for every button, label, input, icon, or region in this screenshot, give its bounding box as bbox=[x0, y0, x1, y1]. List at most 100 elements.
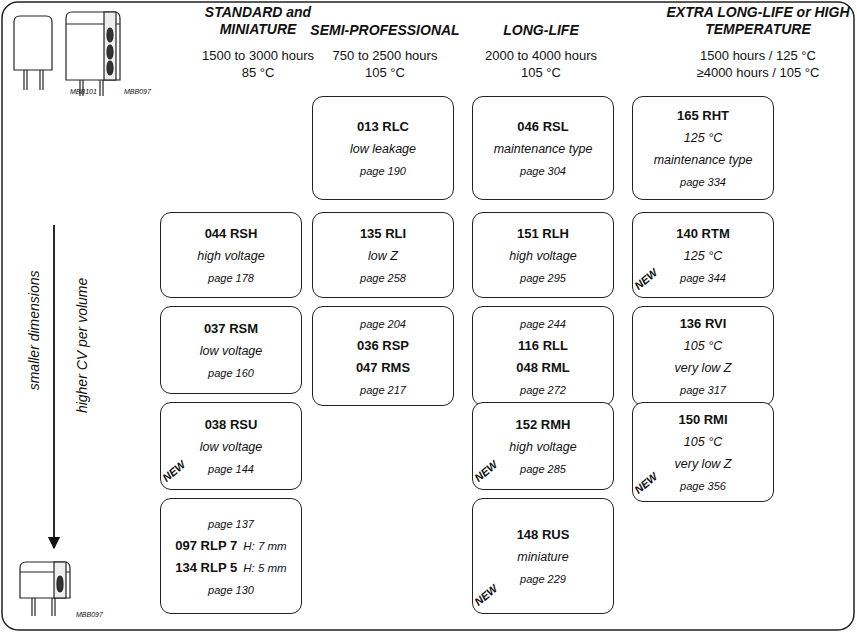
text-line: page 217 bbox=[360, 380, 406, 398]
text-line: page 160 bbox=[208, 363, 254, 381]
page-reference: page 178 bbox=[208, 272, 254, 284]
text-line: 037 RSM bbox=[204, 319, 258, 337]
text-line: 150 RMI bbox=[678, 410, 727, 428]
text-line: maintenance type bbox=[494, 139, 593, 157]
series-box: page 244 116 RLL 048 RML page 272 bbox=[472, 306, 614, 406]
capacitor-icon bbox=[14, 16, 52, 90]
text-line: page 244 bbox=[520, 314, 566, 332]
text-line: page 334 bbox=[680, 172, 726, 190]
text-line: 148 RUS bbox=[517, 525, 570, 543]
description: very low Z bbox=[675, 457, 732, 471]
text-line: low voltage bbox=[200, 437, 263, 455]
page-reference: page 285 bbox=[520, 463, 566, 475]
part-number: 048 RML bbox=[516, 360, 569, 375]
description: low voltage bbox=[200, 440, 263, 454]
part-number: 151 RLH bbox=[517, 226, 569, 241]
part-number: 037 RSM bbox=[204, 321, 258, 336]
text-line: page 229 bbox=[520, 569, 566, 587]
page-reference: page 130 bbox=[208, 584, 254, 596]
series-box: 013 RLClow leakagepage 190 bbox=[312, 96, 454, 200]
text-line: page 144 bbox=[208, 459, 254, 477]
series-box: 037 RSM low voltage page 160 bbox=[160, 306, 302, 394]
part-number: 044 RSH bbox=[205, 226, 258, 241]
text-line: 134 RLP 5H: 5 mm bbox=[175, 558, 286, 576]
text-line: 048 RML bbox=[516, 358, 569, 376]
series-box: page 137 097 RLP 7 H: 7 mm 134 RLP 5H: 5 mm… bbox=[160, 498, 302, 614]
description: maintenance type bbox=[654, 153, 753, 167]
text-line: 105 °C bbox=[684, 432, 722, 450]
text-line: high voltage bbox=[197, 246, 264, 264]
column-spec: 105 °C bbox=[460, 65, 622, 81]
part-number: 046 RSL bbox=[517, 119, 568, 134]
text-line: page 258 bbox=[360, 268, 406, 286]
part-number: 134 RLP 5 bbox=[175, 560, 237, 575]
part-number: 038 RSU bbox=[205, 417, 258, 432]
description: 125 °C bbox=[684, 131, 722, 145]
text-line: very low Z bbox=[675, 454, 732, 472]
text-line: high voltage bbox=[509, 246, 576, 264]
page-reference: page 356 bbox=[680, 480, 726, 492]
text-line: page 204 bbox=[360, 314, 406, 332]
figure-code: MBB097 bbox=[124, 88, 164, 96]
part-number: 013 RLC bbox=[357, 119, 409, 134]
text-line: page 190 bbox=[360, 161, 406, 179]
column-spec: 750 to 2500 hours bbox=[300, 48, 470, 64]
page-reference: page 137 bbox=[208, 518, 254, 530]
capacitor-icon bbox=[20, 562, 70, 616]
text-line: 140 RTM bbox=[676, 224, 729, 242]
page-reference: page 229 bbox=[520, 573, 566, 585]
height-spec: H: 7 mm bbox=[243, 540, 286, 552]
description: low voltage bbox=[200, 344, 263, 358]
series-box: 046 RSLmaintenance typepage 304 bbox=[472, 96, 614, 200]
figure-code: MBB101 bbox=[70, 88, 110, 96]
text-line: page 285 bbox=[520, 459, 566, 477]
text-line: page 344 bbox=[680, 268, 726, 286]
description: very low Z bbox=[675, 361, 732, 375]
part-number: 140 RTM bbox=[676, 226, 729, 241]
part-number: 148 RUS bbox=[517, 527, 570, 542]
new-badge: NEW bbox=[632, 266, 659, 292]
text-line: 038 RSU bbox=[205, 415, 258, 433]
direction-arrow bbox=[53, 225, 55, 548]
text-line: page 272 bbox=[520, 380, 566, 398]
new-badge: NEW bbox=[160, 458, 187, 484]
description: 125 °C bbox=[684, 249, 722, 263]
page-reference: page 344 bbox=[680, 272, 726, 284]
text-line: low Z bbox=[368, 246, 398, 264]
column-header: EXTRA LONG-LIFE or HIGH TEMPERATURE bbox=[664, 4, 852, 38]
capacitor-icon bbox=[66, 12, 120, 96]
text-line: 097 RLP 7 H: 7 mm bbox=[175, 536, 286, 554]
description: low Z bbox=[368, 249, 398, 263]
series-box: 165 RHT 125 °C maintenance type page 334 bbox=[632, 96, 774, 200]
text-line: 125 °C bbox=[684, 128, 722, 146]
axis-label: smaller dimensions bbox=[26, 270, 43, 390]
part-number: 150 RMI bbox=[678, 412, 727, 427]
description: 105 °C bbox=[684, 339, 722, 353]
text-line: miniature bbox=[517, 547, 568, 565]
new-badge: NEW bbox=[472, 582, 499, 608]
text-line: 151 RLH bbox=[517, 224, 569, 242]
text-line: low voltage bbox=[200, 341, 263, 359]
text-line: page 317 bbox=[680, 380, 726, 398]
text-line: page 356 bbox=[680, 476, 726, 494]
description: maintenance type bbox=[494, 142, 593, 156]
text-line: 152 RMH bbox=[516, 415, 571, 433]
series-box: 150 RMI 105 °C very low Z NEW page 356 bbox=[632, 402, 774, 502]
part-number: 116 RLL bbox=[518, 338, 568, 353]
text-line: 047 RMS bbox=[356, 358, 410, 376]
description: high voltage bbox=[509, 249, 576, 263]
new-badge: NEW bbox=[472, 458, 499, 484]
part-number: 152 RMH bbox=[516, 417, 571, 432]
part-number: 165 RHT bbox=[677, 108, 729, 123]
text-line: 165 RHT bbox=[677, 106, 729, 124]
column-spec: 85 °C bbox=[170, 65, 346, 81]
series-box: 152 RMHhigh voltageNEWpage 285 bbox=[472, 402, 614, 490]
series-box: 148 RUS miniatureNEW page 229 bbox=[472, 498, 614, 614]
series-box: 151 RLHhigh voltagepage 295 bbox=[472, 212, 614, 298]
text-line: 125 °C bbox=[684, 246, 722, 264]
part-number: 097 RLP 7 bbox=[175, 538, 237, 553]
text-line: maintenance type bbox=[654, 150, 753, 168]
column-spec: ≥4000 hours / 105 °C bbox=[664, 65, 852, 81]
text-line: page 130 bbox=[208, 580, 254, 598]
new-badge: NEW bbox=[632, 470, 659, 496]
